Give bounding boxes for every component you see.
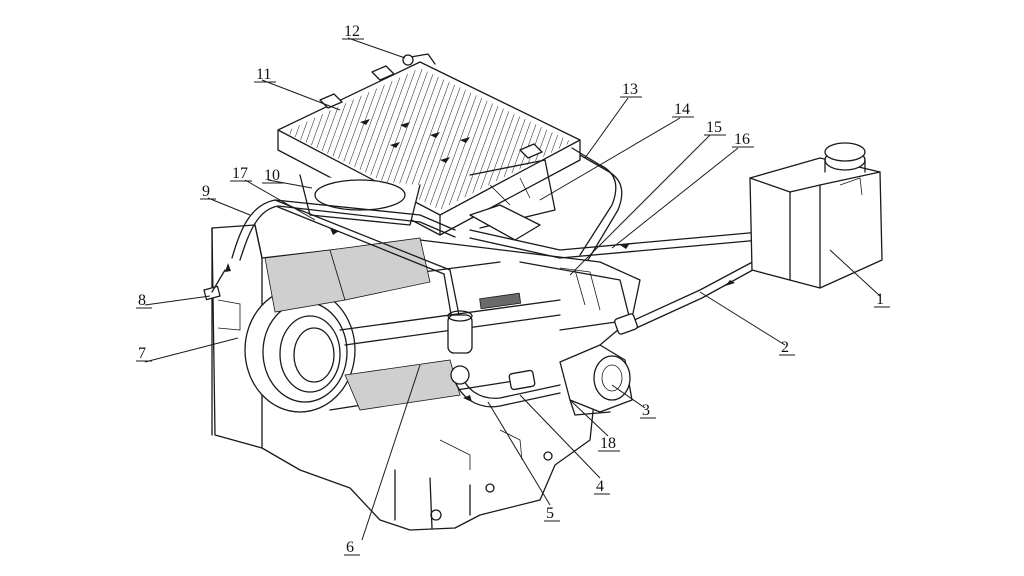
- svg-text:10: 10: [264, 167, 280, 184]
- callout-labels: 1 2 3 4 5 6 7 8: [136, 23, 890, 556]
- callout-11: 11: [254, 66, 276, 83]
- oil-pump: [559, 344, 633, 416]
- callout-9: 9: [200, 183, 216, 200]
- svg-text:3: 3: [642, 402, 650, 419]
- callout-8: 8: [136, 292, 152, 309]
- callout-14: 14: [672, 101, 694, 118]
- callout-10: 10: [262, 167, 284, 184]
- leader-lines: [144, 37, 881, 541]
- callout-5: 5: [544, 505, 560, 522]
- svg-text:11: 11: [256, 66, 271, 83]
- svg-text:15: 15: [706, 119, 722, 136]
- callout-18: 18: [598, 435, 620, 452]
- callout-4: 4: [594, 478, 610, 495]
- svg-text:9: 9: [202, 183, 210, 200]
- callout-3: 3: [640, 402, 656, 419]
- svg-text:2: 2: [781, 339, 789, 356]
- svg-text:16: 16: [734, 131, 750, 148]
- callout-17: 17: [230, 165, 252, 182]
- callout-7: 7: [136, 345, 152, 362]
- svg-text:12: 12: [344, 23, 360, 40]
- callout-16: 16: [732, 131, 754, 148]
- callout-2: 2: [779, 339, 795, 356]
- flow-arrows: [225, 119, 735, 402]
- svg-text:8: 8: [138, 292, 146, 309]
- svg-text:1: 1: [876, 291, 884, 308]
- svg-text:13: 13: [622, 81, 638, 98]
- svg-text:5: 5: [546, 505, 554, 522]
- svg-text:17: 17: [232, 165, 248, 182]
- callout-13: 13: [620, 81, 642, 98]
- callout-15: 15: [704, 119, 726, 136]
- radiator: [277, 53, 581, 241]
- svg-text:7: 7: [138, 345, 146, 362]
- svg-text:4: 4: [596, 478, 604, 495]
- motor-housing: [211, 224, 641, 531]
- callout-1: 1: [874, 291, 890, 308]
- svg-text:6: 6: [346, 539, 354, 556]
- callout-6: 6: [344, 539, 360, 556]
- svg-text:18: 18: [600, 435, 616, 452]
- oil-tank: [749, 142, 883, 289]
- callout-12: 12: [342, 23, 364, 40]
- svg-text:14: 14: [674, 101, 690, 118]
